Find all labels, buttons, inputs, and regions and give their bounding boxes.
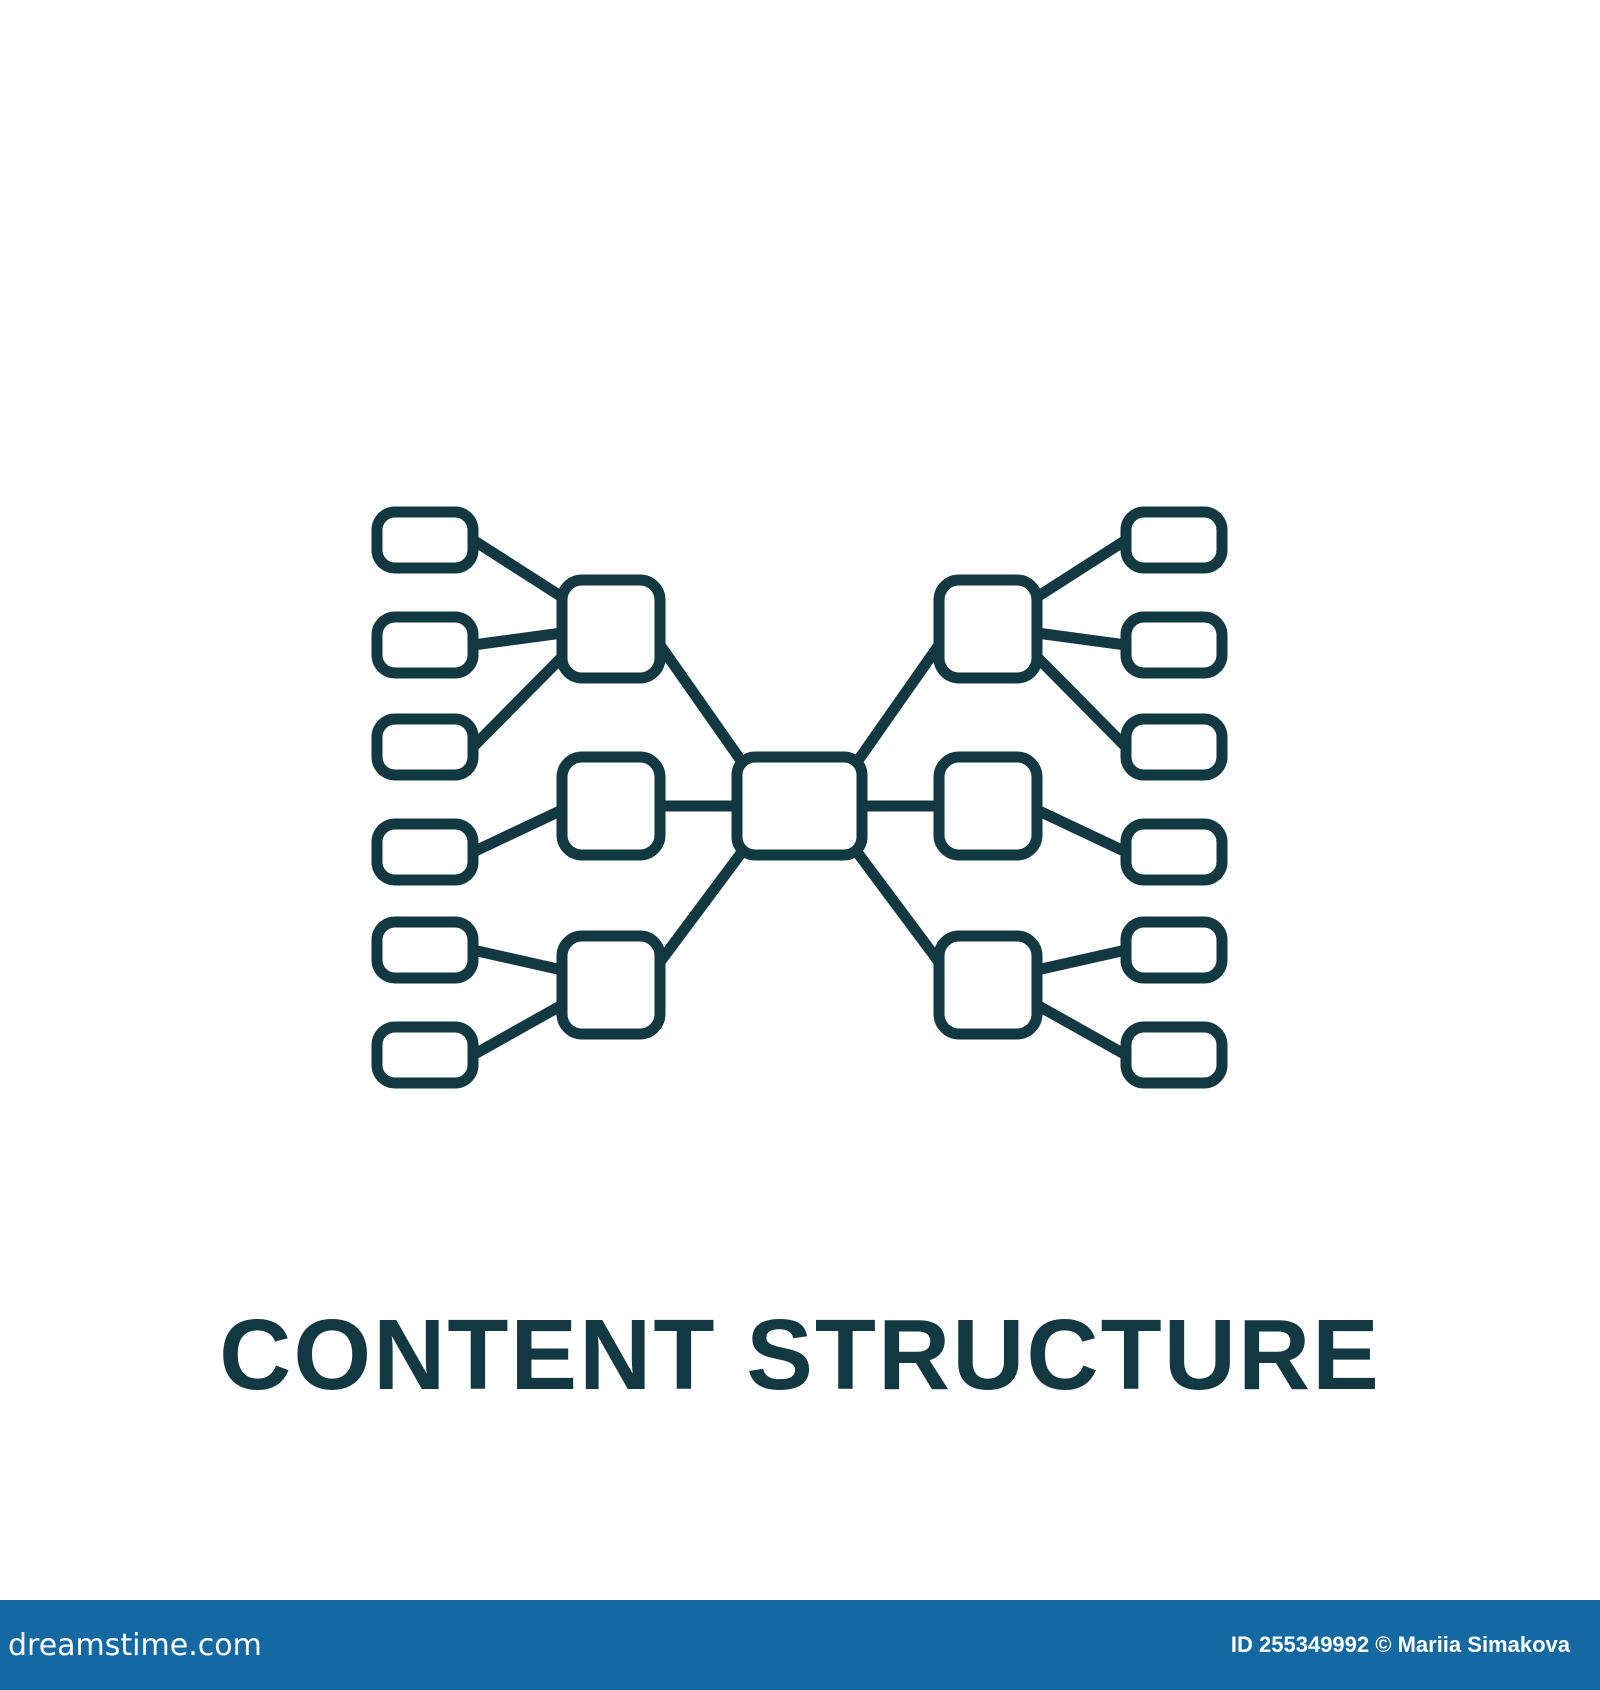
connector-line xyxy=(467,534,568,603)
footer-bar: dreamstime.com ID 255349992 © Mariia Sim… xyxy=(0,1600,1600,1690)
branch-node xyxy=(933,574,1043,684)
connector-line xyxy=(467,944,568,976)
connector-line xyxy=(1031,651,1132,753)
caption-title: CONTENT STRUCTURE xyxy=(219,1299,1381,1411)
branch-node xyxy=(933,930,1043,1040)
connector-line xyxy=(467,627,568,651)
leaf-node xyxy=(1120,713,1228,781)
leaf-node xyxy=(1120,1021,1228,1089)
connector-line xyxy=(1031,944,1132,976)
branch-node xyxy=(556,574,666,684)
connector-line xyxy=(467,999,568,1061)
connector-line xyxy=(1031,804,1132,858)
leaf-node xyxy=(371,916,479,984)
connector-line xyxy=(1031,999,1132,1061)
footer-credit: ID 255349992 © Mariia Simakova xyxy=(1230,1632,1570,1657)
content-structure-icon xyxy=(371,506,1228,1089)
connector-line xyxy=(654,846,748,968)
leaf-node xyxy=(1120,506,1228,574)
leaf-node xyxy=(1120,818,1228,886)
connector-line xyxy=(654,639,748,768)
leaf-node xyxy=(371,713,479,781)
connector-line xyxy=(1031,627,1132,651)
connector-line xyxy=(1031,534,1132,603)
leaf-node xyxy=(371,611,479,679)
root-node xyxy=(731,751,868,861)
connector-line xyxy=(851,639,945,768)
leaf-node xyxy=(371,818,479,886)
connector-line xyxy=(467,651,568,753)
content-structure-icon-svg xyxy=(371,506,1228,1089)
branch-node xyxy=(556,751,666,861)
leaf-node xyxy=(371,506,479,574)
branch-node xyxy=(933,751,1043,861)
leaf-node xyxy=(1120,916,1228,984)
connector-line xyxy=(467,804,568,858)
footer-logo: dreamstime.com xyxy=(8,1627,262,1663)
branch-node xyxy=(556,930,666,1040)
leaf-node xyxy=(371,1021,479,1089)
connector-line xyxy=(851,846,945,968)
leaf-node xyxy=(1120,611,1228,679)
